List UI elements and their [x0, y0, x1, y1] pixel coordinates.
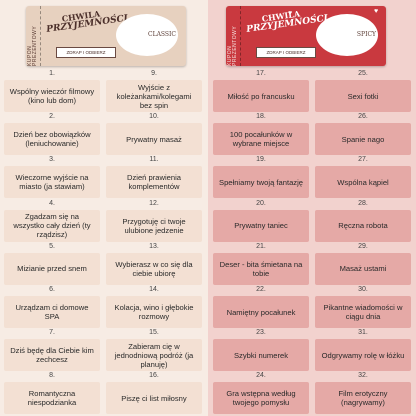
coupon-number: 26. [358, 113, 368, 121]
coupon-number: 4. [49, 199, 55, 207]
coupon-number: 10. [149, 113, 159, 121]
coupon-number: 17. [256, 70, 266, 77]
coupon-number: 3. [49, 156, 55, 164]
ticket-stub: KUPON PREZENTOWY [226, 6, 241, 66]
coupon-number: 30. [358, 286, 368, 293]
ticket-stub-label: KUPON PREZENTOWY [227, 25, 238, 66]
coupon-number: 31. [358, 329, 368, 337]
coupon-number: 6. [49, 286, 55, 293]
coupon-number: 19. [256, 156, 266, 164]
heart-icon: ♥ [288, 10, 293, 17]
scratch-area: CLASSIC [116, 14, 178, 56]
spicy-ticket: KUPON PREZENTOWY CHWILA PRZYJEMNOŚCI ZDR… [226, 6, 386, 66]
coupon-card: Spełniamy twoją fantazję [213, 166, 309, 199]
ticket-stub-label: KUPON PREZENTOWY [27, 25, 38, 66]
coupon-number: 16. [149, 372, 159, 380]
coupon-card: Dzień bez obowiązków (leniuchowanie) [4, 123, 100, 156]
coupon-card: Dziś będę dla Ciebie kim zechcesz [4, 339, 100, 372]
coupon-card: Ręczna robota [315, 209, 411, 242]
coupon-card: Wspólna kąpiel [315, 166, 411, 199]
coupon-card: Mizianie przed snem [4, 252, 100, 285]
coupon-card: Wieczorne wyjście na miasto (ja stawiam) [4, 166, 100, 199]
scratch-area: SPICY [316, 14, 378, 56]
coupon-card: Gra wstępna według twojego pomysłu [213, 382, 309, 415]
coupon-card: Zgadzam się na wszystko cały dzień (ty r… [4, 209, 100, 242]
coupon-card: Film erotyczny (nagrywamy) [315, 382, 411, 415]
coupon-number: 29. [358, 242, 368, 250]
coupon-number: 20. [256, 199, 266, 207]
scratch-banner: ZDRAP I ODBIERZ [56, 47, 116, 58]
coupon-number: 11. [149, 156, 159, 164]
coupon-card: Odgrywamy rolę w łóżku [315, 339, 411, 372]
coupon-card: Urządzam ci domowe SPA [4, 296, 100, 328]
coupon-number: 14. [149, 286, 159, 293]
coupon-card: Namiętny pocałunek [213, 296, 309, 328]
coupon-number: 24. [256, 372, 266, 380]
coupon-card: Miłość po francusku [213, 80, 309, 112]
coupon-number: 8. [49, 372, 55, 380]
coupon-card: Prywatny taniec [213, 209, 309, 242]
coupon-card: Spanie nago [315, 123, 411, 156]
coupon-number: 22. [256, 286, 266, 293]
ticket-stub: KUPON PREZENTOWY [26, 6, 41, 66]
coupon-card: Sexi fotki [315, 80, 411, 112]
ticket-title: CHWILA PRZYJEMNOŚCI [245, 7, 329, 41]
coupon-card: Dzień prawienia komplementów [106, 166, 202, 199]
coupon-number: 9. [151, 70, 157, 77]
coupon-card: Prywatny masaż [106, 123, 202, 156]
heart-icon: ♥ [374, 8, 379, 15]
coupon-number: 23. [256, 329, 266, 337]
coupon-number: 7. [49, 329, 55, 337]
ticket-label: CLASSIC [148, 31, 176, 38]
coupon-card: Pikantne wiadomości w ciągu dnia [315, 296, 411, 328]
coupon-card: 100 pocałunków w wybrane miejsce [213, 123, 309, 156]
coupon-card: Masaż ustami [315, 252, 411, 285]
coupon-card: Przygotuję ci twoje ulubione jedzenie [106, 209, 202, 242]
coupon-number: 12. [149, 199, 159, 207]
classic-ticket: KUPON PREZENTOWY CHWILA PRZYJEMNOŚCI ZDR… [26, 6, 186, 66]
ticket-title: CHWILA PRZYJEMNOŚCI [45, 7, 129, 41]
coupon-number: 32. [358, 372, 368, 380]
coupon-card: Piszę ci list miłosny [106, 382, 202, 415]
coupon-number: 15. [149, 329, 159, 337]
coupon-card: Wybierasz w co się dla ciebie ubiorę [106, 252, 202, 285]
coupon-number: 18. [256, 113, 266, 121]
coupon-number: 25. [358, 70, 368, 77]
coupon-card: Szybki numerek [213, 339, 309, 372]
coupon-card: Zabieram cię w jednodniową podróż (ja pl… [106, 339, 202, 372]
coupon-card: Wyjście z koleżankami/kolegami bez spin [106, 80, 202, 112]
coupon-number: 13. [149, 242, 159, 250]
coupon-card: Deser - bita śmietana na tobie [213, 252, 309, 285]
ticket-label: SPICY [356, 31, 376, 38]
coupon-number: 1. [49, 70, 55, 77]
coupon-number: 5. [49, 242, 55, 250]
coupon-card: Kolacja, wino i głębokie rozmowy [106, 296, 202, 328]
coupon-number: 21. [256, 242, 266, 250]
coupon-number: 2. [49, 113, 55, 121]
coupon-card: Romantyczna niespodzianka [4, 382, 100, 415]
coupon-number: 28. [358, 199, 368, 207]
scratch-banner: ZDRAP I ODBIERZ [256, 47, 316, 58]
coupon-card: Wspólny wieczór filmowy (kino lub dom) [4, 80, 100, 112]
coupon-number: 27. [358, 156, 368, 164]
